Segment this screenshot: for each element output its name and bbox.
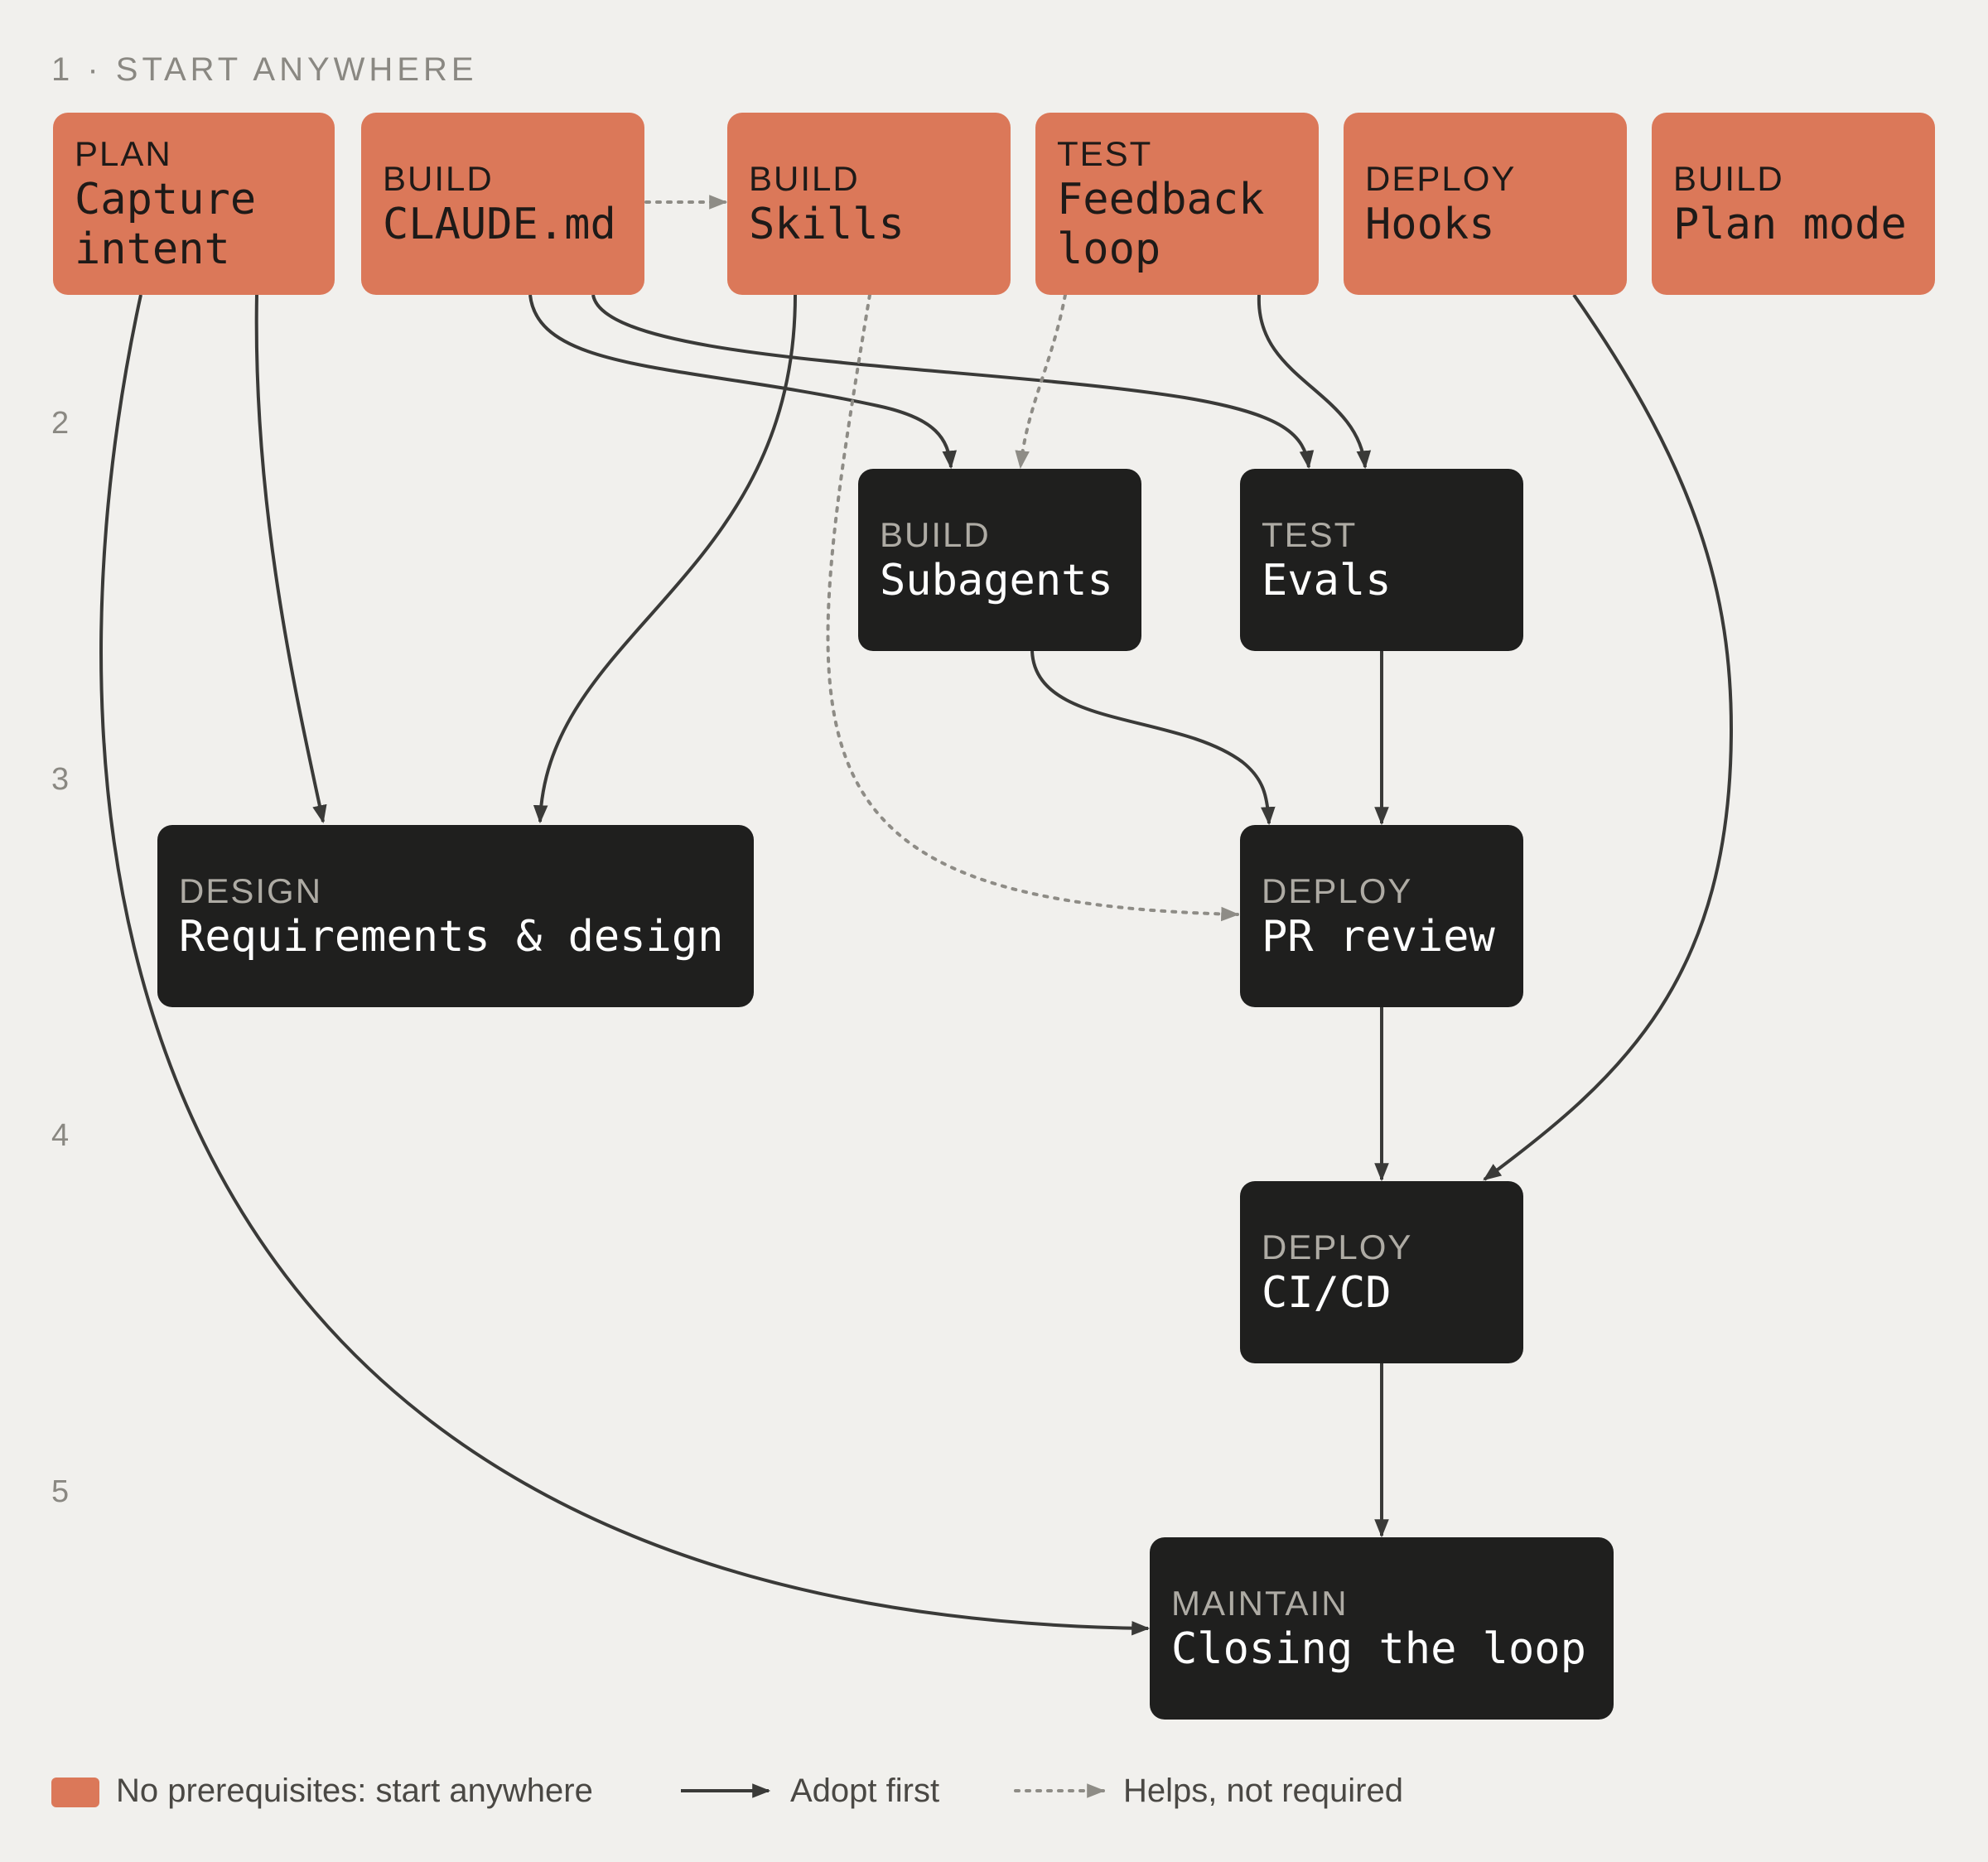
node-category: BUILD bbox=[749, 159, 860, 198]
edge-feedback-loop-to-subagents bbox=[1015, 293, 1067, 470]
node-name: Skills bbox=[749, 200, 905, 249]
node-requirements-design[interactable]: DESIGN Requirements & design bbox=[157, 825, 754, 1007]
node-category: BUILD bbox=[1673, 159, 1784, 198]
node-category: MAINTAIN bbox=[1171, 1584, 1349, 1623]
node-name: CLAUDE.md bbox=[383, 200, 616, 249]
node-pr-review[interactable]: DEPLOY PR review bbox=[1240, 825, 1523, 1007]
row-number-3: 3 bbox=[51, 762, 70, 797]
row-number-5: 5 bbox=[51, 1474, 70, 1509]
legend-helps-not-required: Helps, not required bbox=[1123, 1773, 1403, 1809]
node-name: Feedback loop bbox=[1057, 175, 1265, 274]
node-category: TEST bbox=[1057, 134, 1153, 173]
node-hooks[interactable]: DEPLOY Hooks bbox=[1344, 113, 1627, 295]
node-name: Evals bbox=[1262, 556, 1392, 605]
node-category: BUILD bbox=[383, 159, 494, 198]
node-name: CI/CD bbox=[1262, 1268, 1392, 1318]
legend-adopt-first: Adopt first bbox=[790, 1773, 940, 1809]
node-claude-md[interactable]: BUILD CLAUDE.md bbox=[361, 113, 644, 295]
node-category: TEST bbox=[1262, 515, 1358, 554]
edge-capture-intent-to-requirements bbox=[254, 294, 327, 824]
node-name: Closing the loop bbox=[1171, 1624, 1586, 1674]
edge-claude-md-to-evals bbox=[591, 294, 1315, 470]
node-category: PLAN bbox=[75, 134, 172, 173]
node-name: Capture intent bbox=[75, 175, 257, 274]
row-number-4: 4 bbox=[51, 1118, 70, 1153]
edge-feedback-loop-to-evals bbox=[1257, 294, 1372, 470]
node-category: DEPLOY bbox=[1262, 1228, 1413, 1266]
edge-skills-to-pr-review bbox=[826, 293, 1240, 922]
node-subagents[interactable]: BUILD Subagents bbox=[858, 469, 1141, 651]
edge-skills-to-requirements bbox=[533, 294, 797, 824]
node-category: DEPLOY bbox=[1262, 871, 1413, 910]
edge-subagents-to-pr-review bbox=[1030, 650, 1276, 826]
node-feedback-loop[interactable]: TEST Feedback loop bbox=[1035, 113, 1319, 295]
node-plan-mode[interactable]: BUILD Plan mode bbox=[1652, 113, 1935, 295]
start-anywhere-header: 1 · START ANYWHERE bbox=[51, 51, 478, 88]
node-name: Subagents bbox=[880, 556, 1113, 605]
node-ci-cd[interactable]: DEPLOY CI/CD bbox=[1240, 1181, 1523, 1363]
row-number-2: 2 bbox=[51, 406, 70, 441]
node-name: Hooks bbox=[1365, 200, 1495, 249]
node-name: PR review bbox=[1262, 912, 1495, 962]
node-category: BUILD bbox=[880, 515, 991, 554]
node-category: DEPLOY bbox=[1365, 159, 1517, 198]
node-name: Plan mode bbox=[1673, 200, 1907, 249]
edge-hooks-to-ci-cd bbox=[1483, 293, 1734, 1181]
node-closing-the-loop[interactable]: MAINTAIN Closing the loop bbox=[1150, 1537, 1614, 1720]
node-category: DESIGN bbox=[179, 871, 323, 910]
edge-capture-intent-to-closing-loop bbox=[99, 294, 1151, 1636]
edge-claude-md-to-subagents bbox=[528, 294, 958, 470]
node-name: Requirements & design bbox=[179, 912, 724, 962]
node-evals[interactable]: TEST Evals bbox=[1240, 469, 1523, 651]
legend-no-prerequisites: No prerequisites: start anywhere bbox=[116, 1773, 593, 1809]
node-skills[interactable]: BUILD Skills bbox=[727, 113, 1011, 295]
legend-orange-swatch bbox=[51, 1778, 99, 1807]
node-capture-intent[interactable]: PLAN Capture intent bbox=[53, 113, 335, 295]
